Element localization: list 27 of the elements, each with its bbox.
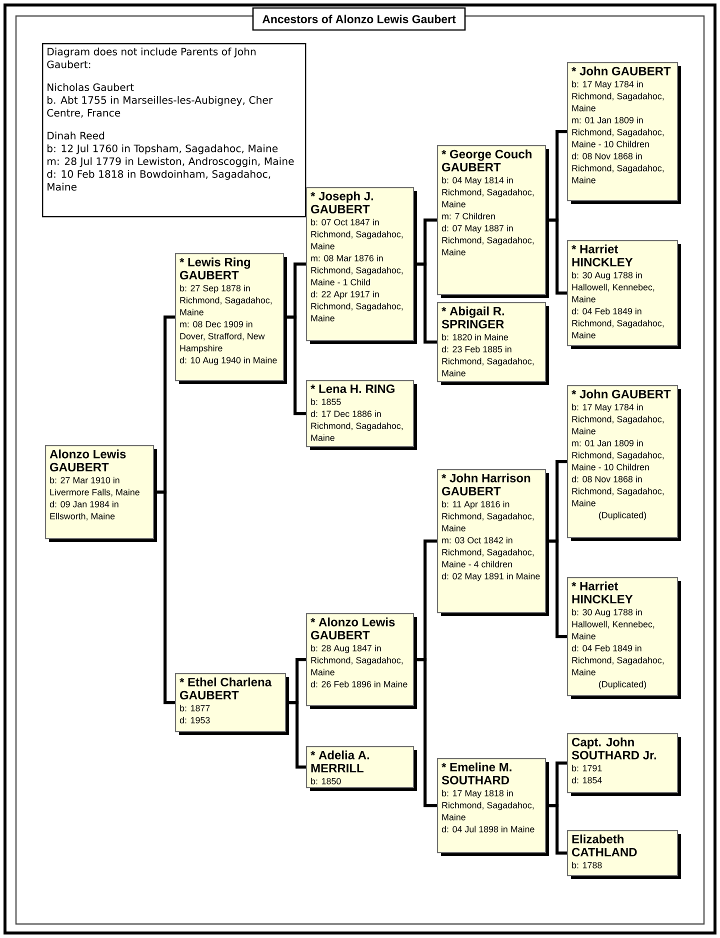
person-box: * Abigail R. SPRINGER b: 1820 in Maine d: 23 Feb 1885 in Richmond, Sagadahoc, Maine bbox=[437, 302, 549, 385]
person-box: * Alonzo Lewis GAUBERT b: 28 Aug 1847 in Richmond, Sagadahoc, Maine d: 26 Feb 1896 in Maine bbox=[306, 613, 417, 709]
connector bbox=[414, 262, 437, 344]
connector bbox=[546, 218, 567, 295]
connector bbox=[546, 540, 567, 638]
person-box: * Harriet HINCKLEY b: 30 Aug 1788 in Hallowell, Kennebec, Maine d: 04 Feb 1849 in Richmond, Sagadahoc, Maine bbox=[567, 240, 681, 349]
connector bbox=[284, 316, 306, 416]
person-box: Alonzo Lewis GAUBERT b: 27 Mar 1910 in Livermore Falls, Maine d: 09 Jan 1984 in Ellsworth, Maine bbox=[45, 445, 157, 542]
person-box: * Lena H. RING b: 1855 d: 17 Dec 1886 in Richmond, Sagadahoc, Maine bbox=[306, 380, 417, 450]
person-box: * Lewis Ring GAUBERT b: 27 Sep 1878 in Richmond, Sagadahoc, Maine m: 08 Dec 1909 in Dover, Strafford, New Hampshire d: 10 Aug 1940 in Maine bbox=[175, 253, 287, 384]
person-box: Elizabeth CATHLAND b: 1788 bbox=[567, 830, 681, 879]
person-box: * John Harrison GAUBERT b: 11 Apr 1816 in Richmond, Sagadahoc, Maine m: 03 Oct 1842 in Richmond, Sagadahoc, Maine - 4 children d: 02 May 1891 in Maine bbox=[437, 469, 549, 616]
person-box: * Harriet HINCKLEY b: 30 Aug 1788 in Hallowell, Kennebec, Maine d: 04 Feb 1849 in Richmond, Sagadahoc, Maine (Duplicated) bbox=[567, 577, 681, 699]
connector bbox=[154, 490, 175, 704]
person-box: Capt. John SOUTHARD Jr. b: 1791 d: 1854 bbox=[567, 733, 681, 796]
note-box: Diagram does not include Parents of John Gaubert: Nicholas Gaubert b. Abt 1755 in Marseilles-les-Aubigney, Cher Centre, France Dinah Reed b: 12 Jul 1760 in Topsham, Sagadahoc, Maine m: 28 Jul 1779 in Lewiston, Androscoggin, Maine d: 10 Feb 1818 in Bowdoinham, Sagadahoc, Maine bbox=[42, 43, 306, 218]
person-box: * Ethel Charlena GAUBERT b: 1877 d: 1953 bbox=[175, 673, 289, 735]
person-box: * Adelia A. MERRILL b: 1850 bbox=[306, 746, 417, 791]
connector bbox=[414, 658, 437, 808]
person-box: * John GAUBERT b: 17 May 1784 in Richmond, Sagadahoc, Maine m: 01 Jan 1809 in Richmond, Sagadahoc, Maine - 10 Children d: 08 Nov 1868 in Richmond, Sagadahoc, Maine (Duplicated) bbox=[567, 385, 681, 541]
person-box: * George Couch GAUBERT b: 04 May 1814 in Richmond, Sagadahoc, Maine m: 7 Children d: 07 May 1887 in Richmond, Sagadahoc, Maine bbox=[437, 145, 549, 298]
person-box: * Joseph J. GAUBERT b: 07 Oct 1847 in Richmond, Sagadahoc, Maine m: 08 Mar 1876 in Richmond, Sagadahoc, Maine - 1 Child d: 22 Apr 1917 in Richmond, Sagadahoc, Maine bbox=[306, 187, 417, 344]
person-box: * John GAUBERT b: 17 May 1784 in Richmond, Sagadahoc, Maine m: 01 Jan 1809 in Richmond, Sagadahoc, Maine - 10 Children d: 08 Nov 1868 in Richmond, Sagadahoc, Maine bbox=[567, 62, 681, 204]
title: Ancestors of Alonzo Lewis Gaubert bbox=[252, 7, 466, 31]
connector bbox=[286, 701, 306, 769]
connector bbox=[546, 804, 567, 855]
person-box: * Emeline M. SOUTHARD b: 17 May 1818 in Richmond, Sagadahoc, Maine d: 04 Jul 1898 in Maine bbox=[437, 758, 549, 856]
